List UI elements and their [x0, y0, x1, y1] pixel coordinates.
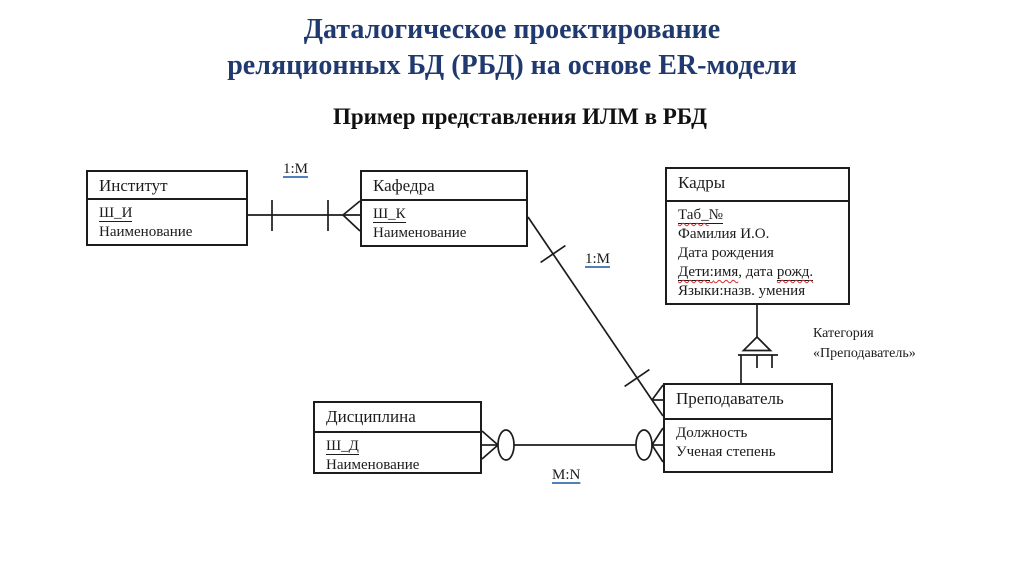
- entity-attribute: Наименование: [99, 223, 240, 242]
- relationship-label-1m-institut-kafedra: 1:М: [283, 161, 309, 177]
- category-label: Категория «Преподаватель»: [813, 324, 916, 364]
- attribute-text: Фамилия И.О.: [678, 226, 770, 242]
- attribute-text: Ш_Д: [326, 438, 359, 455]
- entity-attributes: Ш_К Наименование: [362, 201, 526, 243]
- slide-subtitle: Пример представления ИЛМ в РБД: [332, 104, 707, 129]
- category-label-line1: Категория: [813, 326, 874, 341]
- entity-attributes: Ш_И Наименование: [88, 200, 246, 242]
- entity-attribute: Наименование: [326, 456, 474, 475]
- attribute-text: Дата рождения: [678, 245, 774, 261]
- attribute-text: Ш_К: [373, 206, 406, 223]
- entity-title-prepodavatel: Преподаватель: [665, 385, 831, 420]
- connector-kadry-prepodavatel-category: [738, 305, 778, 384]
- entity-title-disciplina: Дисциплина: [315, 403, 480, 433]
- slide-title: Даталогическое проектирование реляционны…: [0, 12, 1024, 84]
- connector-institut-kafedra: [248, 200, 361, 232]
- entity-attribute: Ш_И: [99, 204, 240, 223]
- relationship-label-mn-disciplina-prepodavatel: M:N: [552, 467, 581, 483]
- entity-attributes: Ш_Д Наименование: [315, 433, 480, 475]
- attribute-text: , дата: [738, 264, 777, 280]
- attribute-text: Ученая степень: [676, 444, 776, 460]
- attribute-text: Наименование: [373, 225, 467, 241]
- entity-attribute: Наименование: [373, 224, 520, 243]
- entity-attribute: Дата рождения: [678, 244, 842, 263]
- slide-title-line2: реляционных БД (РБД) на основе ER-модели: [227, 50, 797, 81]
- entity-attribute: Языки:назв. умения: [678, 282, 842, 301]
- entity-attribute: Должность: [676, 424, 825, 443]
- entity-attribute: Ш_Д: [326, 437, 474, 456]
- attribute-text: Должность: [676, 425, 748, 441]
- attribute-text: имя: [713, 264, 739, 280]
- entity-attribute: Фамилия И.О.: [678, 225, 842, 244]
- entity-attribute: Ш_К: [373, 205, 520, 224]
- connector-disciplina-prepodavatel: [481, 427, 664, 463]
- attribute-text: Ш_И: [99, 205, 133, 222]
- entity-attribute: Ученая степень: [676, 443, 825, 462]
- category-label-line2: «Преподаватель»: [813, 346, 916, 361]
- attribute-text: Наименование: [99, 224, 193, 240]
- entity-title-kafedra: Кафедра: [362, 172, 526, 201]
- attribute-text: :: [709, 264, 714, 280]
- entity-attribute: Дети:имя, дата рожд.: [678, 263, 842, 282]
- entity-title-kadry: Кадры: [667, 169, 848, 202]
- attribute-text: Таб_: [678, 207, 709, 224]
- slide-title-line1: Даталогическое проектирование: [303, 14, 721, 45]
- connector-kafedra-prepodavatel: [527, 216, 664, 417]
- attribute-text: №: [708, 207, 723, 224]
- entity-title-institut: Институт: [88, 172, 246, 200]
- attribute-text: Наименование: [326, 457, 420, 473]
- attribute-text: рожд.: [776, 264, 814, 281]
- relationship-label-1m-kafedra-prepodavatel: 1:М: [585, 251, 611, 267]
- attribute-text: Дети: [678, 264, 710, 281]
- entity-attribute: Таб_№: [678, 206, 842, 225]
- attribute-text: Языки:назв. умения: [678, 283, 806, 299]
